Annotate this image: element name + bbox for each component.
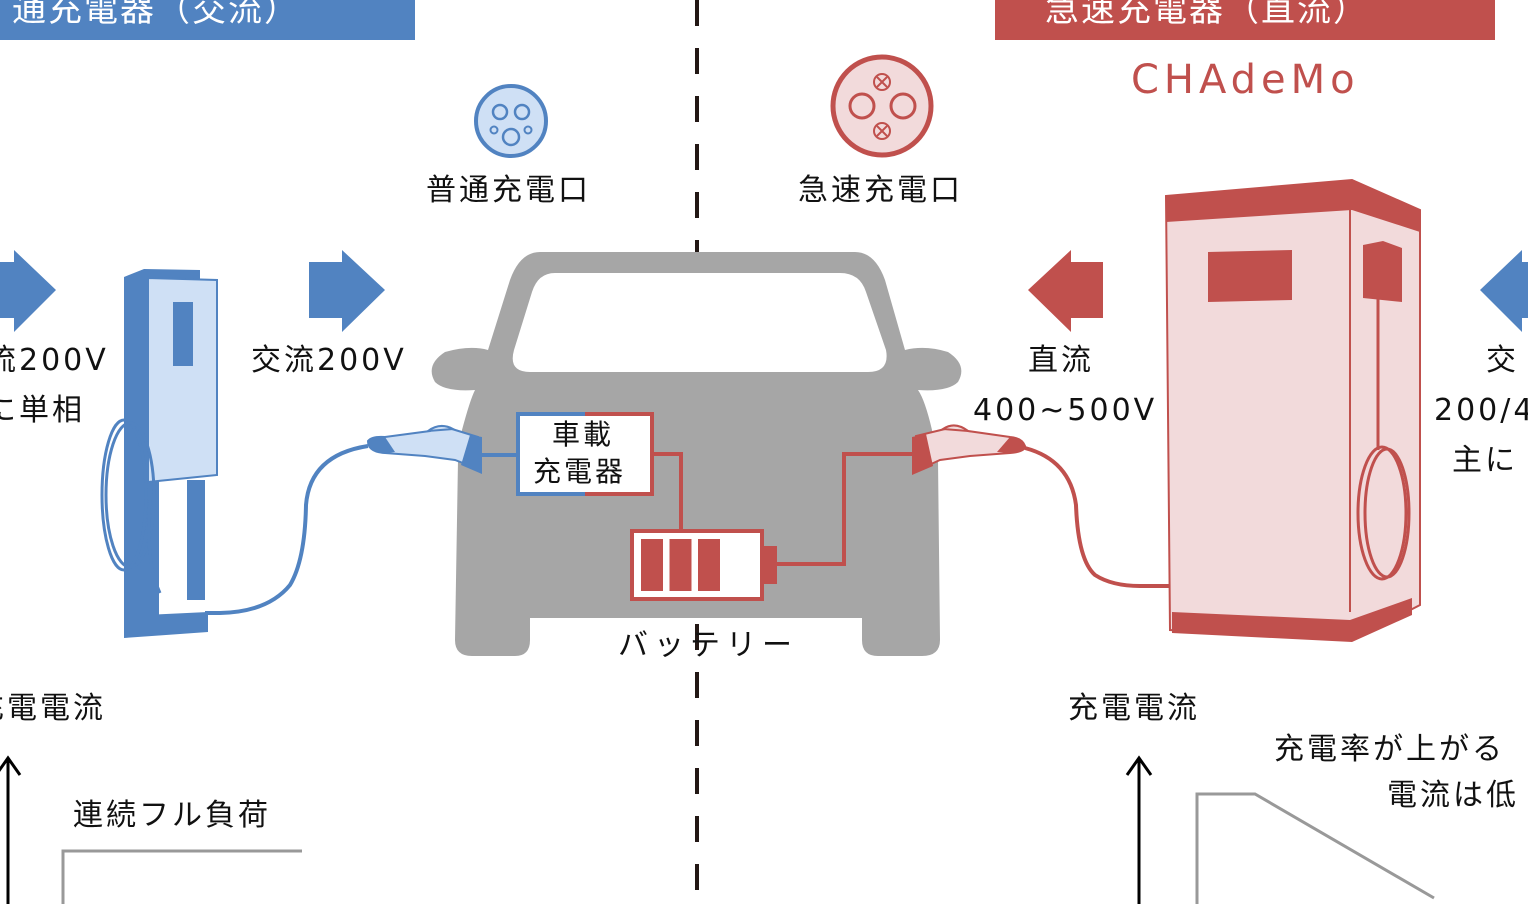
dc-output-label-1: 直流 <box>1028 343 1094 378</box>
dc-charger-banner: 急速充電器（直流） <box>995 0 1495 40</box>
normal-port-label: 普通充電口 <box>426 173 591 208</box>
dc-quick-charger-icon <box>1164 178 1421 642</box>
dc-input-wire <box>776 452 916 566</box>
ac-charger-banner-title: 通充電器（交流） <box>12 0 300 30</box>
onboard-charger-box <box>516 412 654 496</box>
quick-port-label: 急速充電口 <box>798 173 963 208</box>
onboard-charger-label-1: 車載 <box>552 418 615 451</box>
battery-cell <box>669 539 692 591</box>
ac-grid-label-1: 流200V <box>0 343 109 378</box>
ac-wall-charger-icon <box>100 269 218 638</box>
battery-label: バッテリー <box>618 628 798 663</box>
ac-current-chart <box>0 755 302 904</box>
arrow-right-icon <box>0 250 56 332</box>
ac-charger-banner: 通充電器（交流） <box>0 0 415 40</box>
arrow-right-icon <box>309 250 385 332</box>
ac-chart-line <box>61 849 302 904</box>
dc-grid-label-1: 交 <box>1486 343 1519 378</box>
battery-icon <box>630 529 777 601</box>
ac-chart-axis-label: 充電電流 <box>0 691 106 726</box>
dc-chart-axis-label: 充電電流 <box>1068 691 1200 726</box>
dc-plug-icon <box>912 424 1027 475</box>
ac-grid-label-2: に単相 <box>0 393 85 428</box>
dc-grid-label-2: 200/4 <box>1434 393 1528 428</box>
normal-charging-port-icon <box>474 84 548 158</box>
battery-cell <box>641 539 663 591</box>
dc-chart-line <box>1195 792 1435 904</box>
ac-cable <box>205 444 369 615</box>
ac-chart-annotation: 連続フル負荷 <box>73 798 271 833</box>
charger-to-battery-wire <box>652 452 683 532</box>
dc-chart-annotation-1: 充電率が上がる <box>1274 732 1505 767</box>
arrow-left-icon <box>1028 250 1103 332</box>
car-icon <box>431 252 962 656</box>
quick-charging-port-icon <box>830 54 934 158</box>
dc-chart-annotation-2: 電流は低 <box>1387 778 1519 813</box>
battery-cell <box>698 539 720 591</box>
chademo-label: CHAdeMo <box>1131 57 1360 103</box>
dc-chart-y-arrowhead <box>1125 755 1153 776</box>
dc-current-chart <box>1125 755 1435 904</box>
dc-grid-label-3: 主に <box>1452 443 1518 478</box>
dc-cable <box>1024 446 1390 588</box>
ac-chart-y-arrowhead <box>0 755 22 776</box>
ac-plug-icon <box>366 425 482 474</box>
arrow-left-icon <box>1480 250 1528 332</box>
onboard-charger-label-2: 充電器 <box>533 455 627 488</box>
dc-charger-banner-title: 急速充電器（直流） <box>1045 0 1369 30</box>
ac-output-label: 交流200V <box>251 343 407 378</box>
dc-output-label-2: 400~500V <box>973 393 1158 428</box>
